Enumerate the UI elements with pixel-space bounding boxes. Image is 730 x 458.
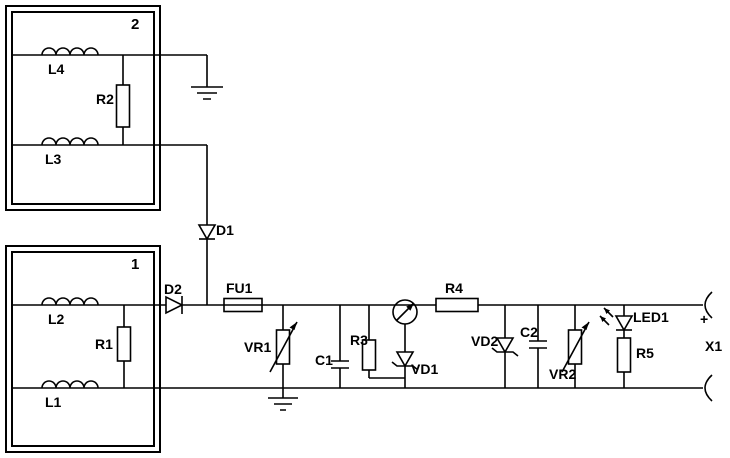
resistor-R1 (116, 305, 132, 388)
capacitor-C1 (331, 305, 349, 388)
label-C2: C2 (520, 324, 538, 340)
resistor-R3 (361, 305, 405, 379)
resistor-R5 (616, 330, 632, 388)
label-VD1: VD1 (411, 361, 438, 377)
diode-D2 (165, 295, 184, 315)
diode-D1 (197, 145, 217, 305)
inductor-L1 (41, 380, 99, 389)
fuse-FU1 (223, 297, 263, 313)
inductor-L3 (41, 137, 99, 146)
connector-X1-icon (704, 291, 713, 402)
block-2-number: 2 (131, 16, 139, 33)
label-x1-plus: + (700, 311, 708, 327)
transistor-icon (392, 299, 418, 352)
label-X1: X1 (705, 338, 722, 354)
label-FU1: FU1 (226, 280, 253, 296)
ground-top-icon (191, 55, 223, 100)
capacitor-C2 (529, 305, 547, 388)
label-R1: R1 (95, 336, 113, 352)
label-R3: R3 (350, 332, 368, 348)
label-LED1: LED1 (633, 309, 669, 325)
block-1-number: 1 (131, 256, 139, 273)
block-1-outline (5, 245, 161, 453)
label-C1: C1 (315, 352, 333, 368)
resistor-R4 (435, 297, 479, 313)
inductor-L2 (41, 297, 99, 306)
label-D1: D1 (216, 222, 234, 238)
label-L4: L4 (48, 61, 65, 77)
label-R2: R2 (96, 91, 114, 107)
label-R4: R4 (445, 280, 463, 296)
label-D2: D2 (164, 281, 182, 297)
inductor-L4 (41, 47, 99, 56)
label-L1: L1 (45, 394, 62, 410)
label-L2: L2 (48, 311, 65, 327)
varistor-VR1 (269, 305, 298, 398)
resistor-R2 (115, 55, 131, 145)
block-2-outline (5, 5, 161, 211)
label-VR1: VR1 (244, 339, 271, 355)
label-VR2: VR2 (549, 366, 576, 382)
led-LED1 (599, 305, 634, 332)
label-R5: R5 (636, 345, 654, 361)
varistor-VR2 (561, 305, 590, 388)
ground-vr1-icon (268, 397, 298, 411)
zener-VD1 (391, 351, 419, 388)
label-L3: L3 (45, 151, 62, 167)
label-VD2: VD2 (471, 333, 498, 349)
zener-VD2 (491, 305, 519, 388)
